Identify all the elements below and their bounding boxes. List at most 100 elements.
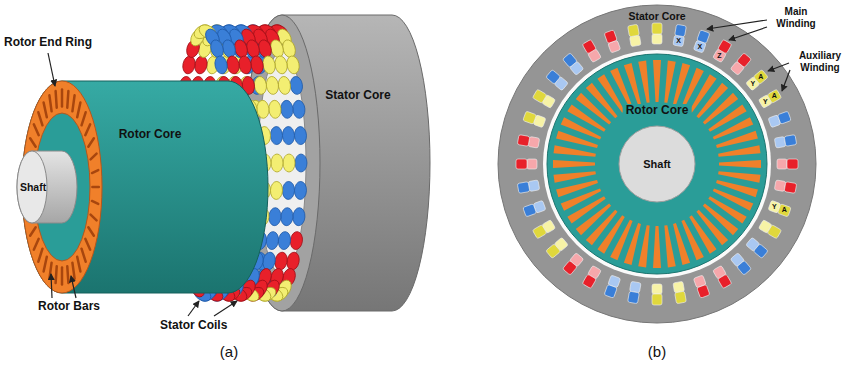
rotor-bar-end xyxy=(92,186,98,189)
coil-turn xyxy=(282,126,295,144)
winding-outer xyxy=(697,30,710,44)
winding-outer xyxy=(516,159,527,169)
rotor-bar xyxy=(567,104,607,133)
winding-outer xyxy=(675,24,687,37)
rotor-bar xyxy=(553,169,596,183)
stator-slot xyxy=(517,180,539,193)
shaft-region: Shaft xyxy=(619,126,695,202)
coil-turn xyxy=(277,76,291,95)
coil-turn xyxy=(256,100,269,119)
coil-turn xyxy=(270,181,283,199)
rotor-bar-end xyxy=(91,154,97,160)
winding-outer xyxy=(652,23,662,34)
winding-inner xyxy=(630,281,642,293)
stator-slot xyxy=(673,24,686,46)
winding-outer xyxy=(523,204,537,217)
rotor-bar-end xyxy=(91,215,97,221)
rotor-bar xyxy=(653,60,661,102)
stator-slot xyxy=(768,200,791,217)
leader-line xyxy=(188,301,199,316)
stator-slot xyxy=(652,284,662,305)
rotor-bar xyxy=(597,214,626,254)
rotor-bar xyxy=(662,60,676,103)
coil-turn xyxy=(277,231,291,250)
winding-outer xyxy=(532,225,547,239)
winding-inner xyxy=(630,35,642,47)
rotor-bar-end xyxy=(82,249,86,262)
stator-slot xyxy=(563,253,584,276)
rotor-bar-end xyxy=(34,239,39,250)
part-label: Rotor End Ring xyxy=(4,36,92,50)
shaft-disc xyxy=(619,126,695,202)
winding-outer xyxy=(582,39,596,54)
coil-turn xyxy=(285,55,300,75)
rotor-bar-end xyxy=(77,257,80,272)
coil-turn xyxy=(213,55,228,75)
rotor-bar-end xyxy=(92,201,98,204)
rotor-bar xyxy=(610,219,635,261)
stator-slot xyxy=(746,70,769,91)
winding-label: Main Winding xyxy=(770,6,822,29)
stator-core-region: ShaftRotor CoreStator Core xyxy=(498,5,816,323)
coil-turn xyxy=(209,38,226,59)
rotor-bar xyxy=(718,145,761,159)
leader-line xyxy=(214,301,237,316)
winding-outer xyxy=(784,135,797,147)
winding-inner xyxy=(528,137,540,149)
winding-outer xyxy=(767,225,782,239)
winding-outer xyxy=(582,274,596,289)
rotor-bar-end xyxy=(82,112,86,125)
winding-outer xyxy=(523,111,537,124)
winding-inner xyxy=(652,34,662,44)
coil-turn xyxy=(270,126,283,144)
panel-label: (b) xyxy=(648,343,666,360)
winding-inner xyxy=(774,137,786,149)
stator-slots xyxy=(516,23,798,305)
coil-turn xyxy=(294,126,307,144)
stator-slot xyxy=(582,265,601,288)
leader-lines xyxy=(48,20,790,316)
rotor-bars xyxy=(553,60,761,268)
rotor-bar-end xyxy=(61,268,64,285)
winding-inner xyxy=(527,159,537,169)
stator-core-body xyxy=(244,15,430,311)
winding-outer xyxy=(546,244,561,259)
coil-turn xyxy=(285,251,300,271)
winding-inner xyxy=(673,281,685,293)
stator-slot xyxy=(774,135,796,148)
stator-slot xyxy=(582,39,601,62)
coil-turn xyxy=(249,55,264,75)
stator-slot xyxy=(517,135,539,148)
rotor-bar xyxy=(662,225,676,268)
part-label: Stator Coils xyxy=(160,319,227,333)
winding-outer xyxy=(675,291,687,304)
stator-slot xyxy=(673,281,686,303)
rotor-bar-end xyxy=(85,124,90,135)
rotor-bar-end xyxy=(67,266,68,283)
exploded-view xyxy=(17,15,430,311)
winding-outer xyxy=(628,291,640,304)
winding-inner xyxy=(652,284,662,294)
leader-line xyxy=(51,274,52,298)
leader-line xyxy=(48,53,55,86)
stator-slot xyxy=(546,70,569,91)
coil-turn xyxy=(181,55,196,75)
winding-outer xyxy=(563,260,578,275)
winding-outer xyxy=(784,182,797,194)
stator-slot xyxy=(758,220,781,239)
rotor-bar xyxy=(561,117,603,142)
region-label: Stator Core xyxy=(628,10,685,22)
rotor-bar xyxy=(553,160,595,168)
leader-line xyxy=(768,63,789,71)
rotor-bar xyxy=(712,186,754,211)
coil-turn xyxy=(273,251,288,271)
coil-turn xyxy=(289,76,303,95)
stator-slot xyxy=(563,53,584,76)
rotor-bar-end xyxy=(44,257,47,272)
rotor-bar xyxy=(707,194,747,223)
winding-outer xyxy=(737,260,752,275)
leader-line xyxy=(729,27,767,40)
coil-turn xyxy=(294,181,307,199)
winding-outer xyxy=(546,70,561,85)
slot-letter: A xyxy=(758,73,763,81)
